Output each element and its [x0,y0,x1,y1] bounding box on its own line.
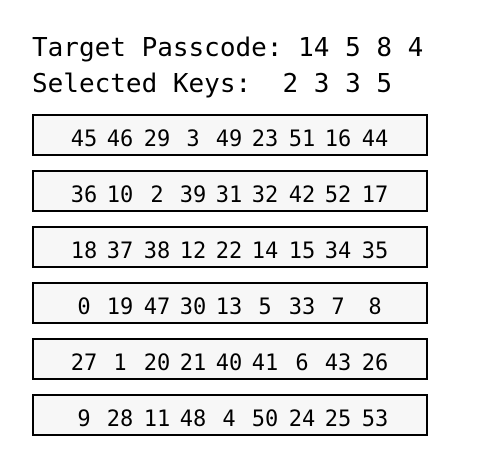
selected-keys-label: Selected Keys: [32,69,252,99]
key-button[interactable]: 19 [106,295,134,320]
key-button[interactable]: 26 [361,351,389,376]
key-button[interactable]: 18 [70,239,98,264]
key-button[interactable]: 5 [258,295,272,320]
key-button[interactable]: 0 [77,295,91,320]
key-row: 9 28 11 48 4 50 24 25 53 [32,394,428,436]
key-button[interactable]: 9 [77,407,91,432]
key-button[interactable]: 31 [215,183,243,208]
key-button[interactable]: 53 [361,407,389,432]
key-button[interactable]: 34 [324,239,352,264]
key-button[interactable]: 1 [113,351,127,376]
key-button[interactable]: 42 [288,183,316,208]
key-button[interactable]: 25 [324,407,352,432]
key-button[interactable]: 22 [215,239,243,264]
key-button[interactable]: 17 [361,183,389,208]
key-button[interactable]: 21 [179,351,207,376]
selected-keys-line: Selected Keys: 2 3 3 5 [32,69,392,99]
key-button[interactable]: 33 [288,295,316,320]
key-button[interactable]: 23 [251,127,279,152]
key-button[interactable]: 12 [179,239,207,264]
key-row: 18 37 38 12 22 14 15 34 35 [32,226,428,268]
key-row: 45 46 29 3 49 23 51 16 44 [32,114,428,156]
key-button[interactable]: 44 [361,127,389,152]
key-button[interactable]: 8 [368,295,382,320]
key-button[interactable]: 15 [288,239,316,264]
key-button[interactable]: 11 [143,407,171,432]
key-button[interactable]: 48 [179,407,207,432]
key-button[interactable]: 7 [331,295,345,320]
target-passcode-label: Target Passcode: [32,33,283,63]
key-button[interactable]: 27 [70,351,98,376]
key-button[interactable]: 30 [179,295,207,320]
key-button[interactable]: 37 [106,239,134,264]
key-button[interactable]: 32 [251,183,279,208]
key-button[interactable]: 35 [361,239,389,264]
key-button[interactable]: 28 [106,407,134,432]
key-button[interactable]: 38 [143,239,171,264]
key-button[interactable]: 14 [251,239,279,264]
key-button[interactable]: 24 [288,407,316,432]
key-button[interactable]: 40 [215,351,243,376]
key-button[interactable]: 41 [251,351,279,376]
key-button[interactable]: 16 [324,127,352,152]
key-button[interactable]: 29 [143,127,171,152]
key-button[interactable]: 52 [324,183,352,208]
key-button[interactable]: 20 [143,351,171,376]
key-button[interactable]: 51 [288,127,316,152]
key-button[interactable]: 3 [186,127,200,152]
key-button[interactable]: 50 [251,407,279,432]
key-button[interactable]: 6 [295,351,309,376]
key-button[interactable]: 36 [70,183,98,208]
key-button[interactable]: 13 [215,295,243,320]
target-passcode-line: Target Passcode: 14 5 8 4 [32,33,423,63]
key-button[interactable]: 2 [150,183,164,208]
key-button[interactable]: 4 [222,407,236,432]
key-button[interactable]: 43 [324,351,352,376]
target-passcode-value: 14 5 8 4 [298,33,424,63]
key-button[interactable]: 45 [70,127,98,152]
key-button[interactable]: 49 [215,127,243,152]
key-button[interactable]: 39 [179,183,207,208]
key-button[interactable]: 47 [143,295,171,320]
key-row: 36 10 2 39 31 32 42 52 17 [32,170,428,212]
key-button[interactable]: 46 [106,127,134,152]
key-row: 27 1 20 21 40 41 6 43 26 [32,338,428,380]
selected-keys-value: 2 3 3 5 [282,69,393,99]
key-button[interactable]: 10 [106,183,134,208]
